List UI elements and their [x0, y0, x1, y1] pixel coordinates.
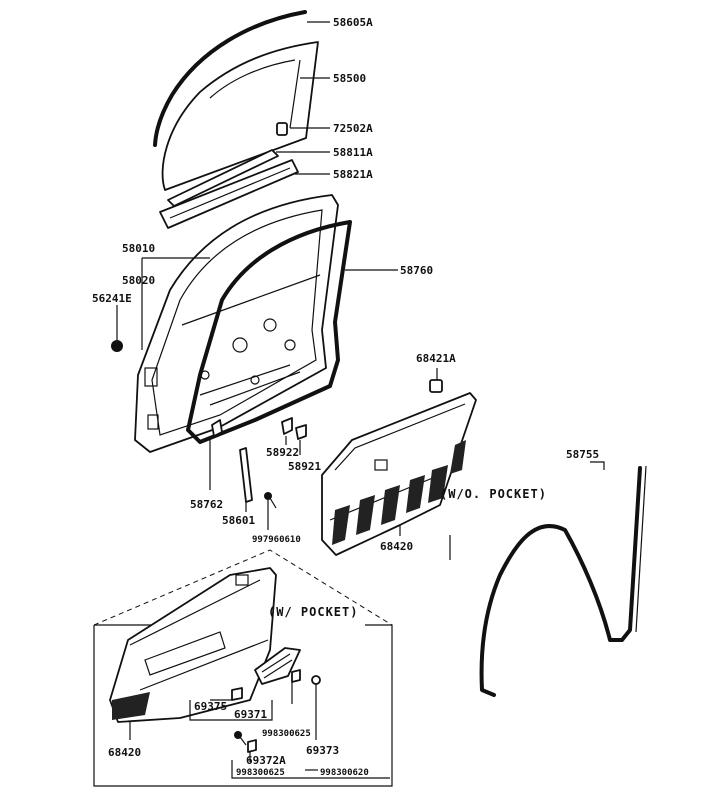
clips-58922-58921 — [281, 417, 307, 440]
leader-lines — [116, 21, 605, 771]
label-998300625-b: 998300625 — [236, 768, 285, 778]
glass-run-strip-58605A — [153, 10, 307, 147]
label-58020: 58020 — [122, 274, 155, 287]
label-58821A: 58821A — [333, 168, 373, 181]
door-glass-58500 — [161, 41, 319, 191]
screw-997960610 — [264, 492, 277, 509]
label-69373: 69373 — [306, 744, 339, 757]
label-58601: 58601 — [222, 514, 255, 527]
label-58760: 58760 — [400, 264, 433, 277]
label-58010: 58010 — [122, 242, 155, 255]
label-69372A: 69372A — [246, 754, 286, 767]
label-68421A: 68421A — [416, 352, 456, 365]
belt-seal-58821A — [159, 159, 299, 229]
label-998300625: 998300625 — [262, 729, 311, 739]
screw-998300625 — [291, 669, 301, 683]
label-997960610: 997960610 — [252, 535, 301, 545]
label-69371: 69371 — [234, 708, 267, 721]
label-72502A: 72502A — [333, 122, 373, 135]
note-with-pocket: (W/ POCKET) — [268, 605, 358, 619]
label-58922: 58922 — [266, 446, 299, 459]
label-56241E: 56241E — [92, 292, 132, 305]
bracket-69372A — [231, 760, 390, 779]
label-58605A: 58605A — [333, 16, 373, 29]
pocket-69371 — [254, 647, 301, 685]
door-weatherstrip-58760 — [186, 220, 352, 444]
label-58500: 58500 — [333, 72, 366, 85]
sash-58762 — [211, 419, 223, 437]
label-998300620: 998300620 — [320, 768, 369, 778]
label-58762: 58762 — [190, 498, 223, 511]
label-68420-without-pocket: 68420 — [380, 540, 413, 553]
clip-68421A — [429, 379, 443, 393]
label-58811A: 58811A — [333, 146, 373, 159]
note-without-pocket: (W/O. POCKET) — [440, 487, 547, 501]
label-69375: 69375 — [194, 700, 227, 713]
fastener-69375 — [231, 687, 243, 701]
door-shell-58010 — [134, 194, 339, 453]
label-58755: 58755 — [566, 448, 599, 461]
belt-molding-58811A — [167, 149, 279, 207]
screw-69372A — [234, 731, 257, 753]
cap-69373 — [311, 675, 321, 685]
trim-panel-without-pocket — [321, 392, 477, 556]
rod-58601 — [239, 447, 253, 503]
fastener-56241E — [111, 340, 123, 352]
opening-weatherstrip-58755 — [479, 465, 647, 697]
label-68420-with-pocket: 68420 — [108, 746, 141, 759]
label-58921: 58921 — [288, 460, 321, 473]
bracket-69375-69371 — [189, 700, 273, 721]
trim-panel-with-pocket — [109, 567, 277, 723]
clip-72502A — [276, 122, 288, 136]
